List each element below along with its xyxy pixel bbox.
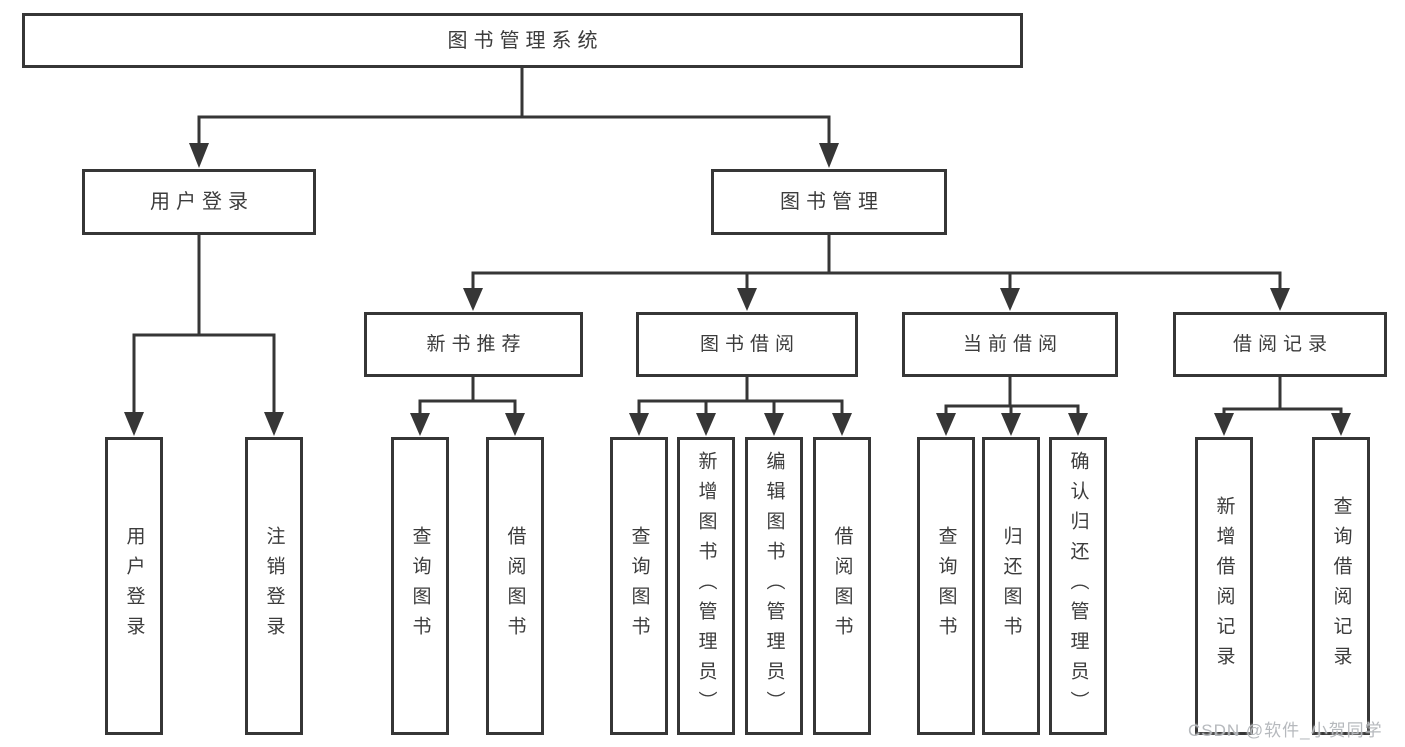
leaf-records-add-record-label: 新增借阅记录 — [1213, 496, 1235, 676]
leaf-borrow-add-books-admin: 新增图书（管理员） — [677, 437, 735, 735]
leaf-newbook-borrow-books-label: 借阅图书 — [504, 526, 526, 646]
leaf-user-login-label: 用户登录 — [123, 526, 145, 646]
leaf-newbook-query-books: 查询图书 — [391, 437, 449, 735]
leaf-logout-label: 注销登录 — [263, 526, 285, 646]
leaf-borrow-edit-books-admin: 编辑图书（管理员） — [745, 437, 803, 735]
leaf-logout: 注销登录 — [245, 437, 303, 735]
node-current-borrowing-label: 当前借阅 — [962, 334, 1063, 355]
leaf-borrow-query-books-label: 查询图书 — [628, 526, 650, 646]
node-current-borrowing: 当前借阅 — [902, 312, 1118, 377]
csdn-watermark: CSDN @软件_小贺同学 — [1188, 721, 1383, 740]
leaf-records-query-record: 查询借阅记录 — [1312, 437, 1370, 735]
node-root-system-label: 图书管理系统 — [447, 29, 604, 52]
leaf-records-add-record: 新增借阅记录 — [1195, 437, 1253, 735]
leaf-user-login: 用户登录 — [105, 437, 163, 735]
leaf-current-confirm-return-admin: 确认归还（管理员） — [1049, 437, 1107, 735]
node-user-login-label: 用户登录 — [150, 191, 254, 213]
leaf-newbook-borrow-books: 借阅图书 — [486, 437, 544, 735]
leaf-borrow-query-books: 查询图书 — [610, 437, 668, 735]
node-book-borrowing-label: 图书借阅 — [699, 334, 800, 355]
leaf-borrow-borrow-books: 借阅图书 — [813, 437, 871, 735]
node-book-borrowing: 图书借阅 — [636, 312, 858, 377]
leaf-current-confirm-return-admin-label: 确认归还（管理员） — [1067, 451, 1089, 721]
leaf-records-query-record-label: 查询借阅记录 — [1330, 496, 1352, 676]
node-book-management: 图书管理 — [711, 169, 947, 235]
leaf-current-query-books-label: 查询图书 — [935, 526, 957, 646]
node-user-login: 用户登录 — [82, 169, 316, 235]
leaf-borrow-edit-books-admin-label: 编辑图书（管理员） — [763, 451, 785, 721]
leaf-newbook-query-books-label: 查询图书 — [409, 526, 431, 646]
node-book-management-label: 图书管理 — [780, 191, 884, 213]
node-borrowing-records: 借阅记录 — [1173, 312, 1387, 377]
leaf-current-query-books: 查询图书 — [917, 437, 975, 735]
node-borrowing-records-label: 借阅记录 — [1232, 334, 1333, 355]
node-new-book-recommend-label: 新书推荐 — [426, 334, 527, 355]
leaf-current-return-books-label: 归还图书 — [1000, 526, 1022, 646]
leaf-borrow-borrow-books-label: 借阅图书 — [831, 526, 853, 646]
leaf-current-return-books: 归还图书 — [982, 437, 1040, 735]
leaf-borrow-add-books-admin-label: 新增图书（管理员） — [695, 451, 717, 721]
node-root-system: 图书管理系统 — [22, 13, 1023, 68]
node-new-book-recommend: 新书推荐 — [364, 312, 583, 377]
